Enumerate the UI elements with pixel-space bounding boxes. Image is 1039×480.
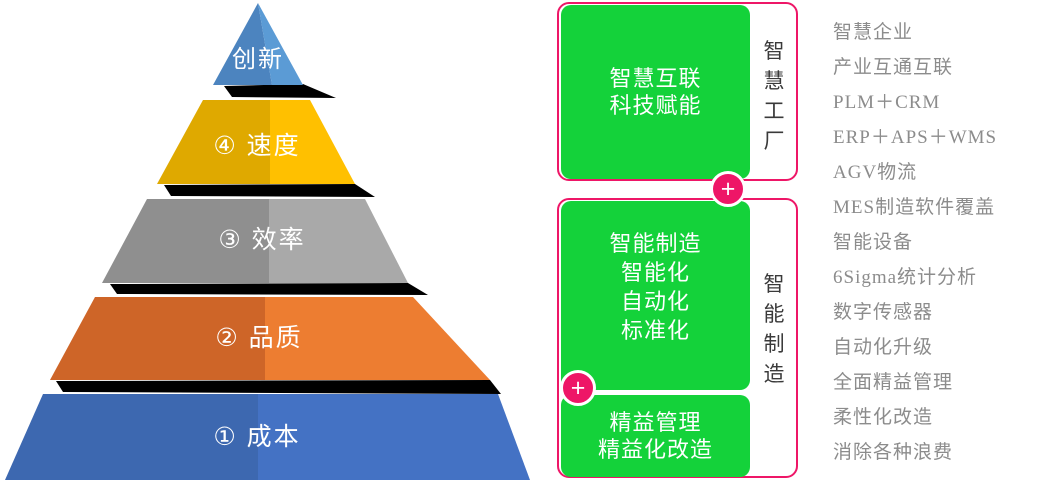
intelligent-manufacturing-bracket: 智能制造 [750,198,798,478]
pyramid-shadow-under-quality [56,380,501,394]
pyramid-label-cost: ① 成本 [213,423,300,451]
smart-factory-bracket-label: 智慧工厂 [763,38,785,153]
pyramid-face-innovation-left [213,3,272,85]
pyramid-face-speed-right [270,100,355,184]
pyramid-face-quality-right [265,297,490,380]
pyramid-label-innovation: 创新 [232,46,284,73]
keyword-list: 智慧企业 产业互通互联 PLM＋CRM ERP＋APS＋WMS AGV物流 ME… [833,15,997,470]
list-item: 6Sigma统计分析 [833,267,978,288]
plus-icon: + [560,370,596,406]
card-line: 自动化 [620,288,690,314]
list-item: 自动化升级 [833,337,934,358]
intelligent-manufacturing-frame [557,198,798,478]
pyramid-face-cost-right [258,394,530,480]
list-item: 数字传感器 [833,302,934,323]
list-item: 智慧企业 [833,22,914,43]
pyramid-face-speed-left [157,100,270,184]
card-line: 智能化 [620,259,690,285]
list-item: 智能设备 [833,232,914,253]
card-line: 科技赋能 [609,93,702,118]
list-item: 产业互通互联 [833,57,954,78]
pyramid-label-speed: ④ 速度 [213,132,300,160]
pyramid-face-innovation-right [258,3,303,85]
list-item: PLM＋CRM [833,92,941,113]
pyramid-shadow-under-efficiency [110,283,428,295]
plus-icon: + [710,171,746,207]
pyramid-face-cost-left [5,394,258,480]
pyramid-face-quality-left [50,297,265,380]
card-line: 智慧互联 [609,66,702,91]
pyramid-shadow-under-innovation [224,84,336,98]
card-intelligent-manufacturing: 智能制造 智能化 自动化 标准化 [561,201,750,390]
card-line: 标准化 [620,317,690,343]
card-line: 精益管理 [609,410,702,435]
pyramid-shadow-under-speed [164,184,375,197]
list-item: ERP＋APS＋WMS [833,127,998,148]
pyramid-face-efficiency-left [102,199,269,283]
list-item: 全面精益管理 [833,372,954,393]
card-lean-management: 精益管理 精益化改造 [561,395,750,477]
pyramid-face-efficiency-right [269,199,408,283]
smart-factory-bracket: 智慧工厂 [750,2,798,181]
list-item: 消除各种浪费 [833,442,954,463]
pyramid-label-quality: ② 品质 [215,324,302,352]
list-item: AGV物流 [833,162,918,183]
intelligent-manufacturing-bracket-label: 智能制造 [763,272,785,386]
card-smart-connect: 智慧互联 科技赋能 [561,5,750,179]
pyramid-label-efficiency: ③ 效率 [218,226,305,254]
smart-factory-frame [557,2,798,181]
list-item: MES制造软件覆盖 [833,197,996,218]
pyramid-graphic: 创新 ④ 速度 ③ 效率 ② 品质 ① 成本 [5,3,530,480]
card-line: 智能制造 [609,230,702,256]
card-line: 精益化改造 [597,437,713,462]
list-item: 柔性化改造 [833,407,934,428]
